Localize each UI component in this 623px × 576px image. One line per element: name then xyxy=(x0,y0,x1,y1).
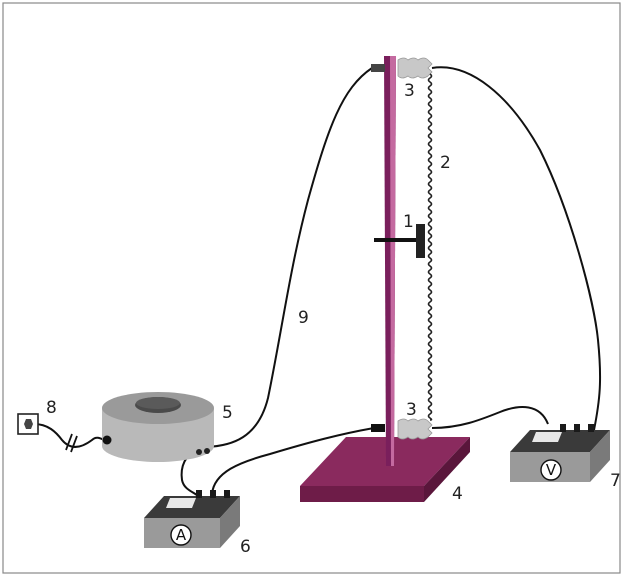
ammeter-symbol: A xyxy=(176,526,187,544)
label-7-voltmeter: 7 xyxy=(610,471,621,491)
voltmeter-dial xyxy=(540,459,562,481)
label-6-ammeter: 6 xyxy=(240,537,251,557)
coil-device xyxy=(102,392,214,462)
wire-ammeter-to-bottom-clamp xyxy=(211,427,375,495)
indicator-pointer xyxy=(374,224,425,258)
voltmeter-symbol: V xyxy=(546,461,557,479)
label-3-top-clamp: 3 xyxy=(404,81,415,101)
label-9-wire: 9 xyxy=(298,308,309,328)
top-clamp xyxy=(371,57,433,79)
ammeter xyxy=(144,490,240,548)
ammeter-dial xyxy=(170,524,192,546)
voltmeter xyxy=(510,424,610,482)
wire-bottom-clamp-to-voltmeter xyxy=(431,406,549,429)
label-1-indicator: 1 xyxy=(403,212,414,232)
stand-base xyxy=(300,437,470,502)
label-3-bottom-clamp: 3 xyxy=(406,400,417,420)
wires xyxy=(33,66,602,497)
power-socket xyxy=(17,413,78,453)
wire-top-clamp-to-voltmeter xyxy=(431,66,602,431)
wire-plug-to-coil xyxy=(33,423,105,448)
label-2-spring: 2 xyxy=(440,153,451,173)
wire-9 xyxy=(205,67,373,448)
stand-rod xyxy=(384,56,396,466)
label-8-socket: 8 xyxy=(46,398,57,418)
bottom-clamp xyxy=(371,418,433,440)
spring-wire xyxy=(427,73,433,421)
label-4-base: 4 xyxy=(452,484,463,504)
label-5-coil: 5 xyxy=(222,403,233,423)
